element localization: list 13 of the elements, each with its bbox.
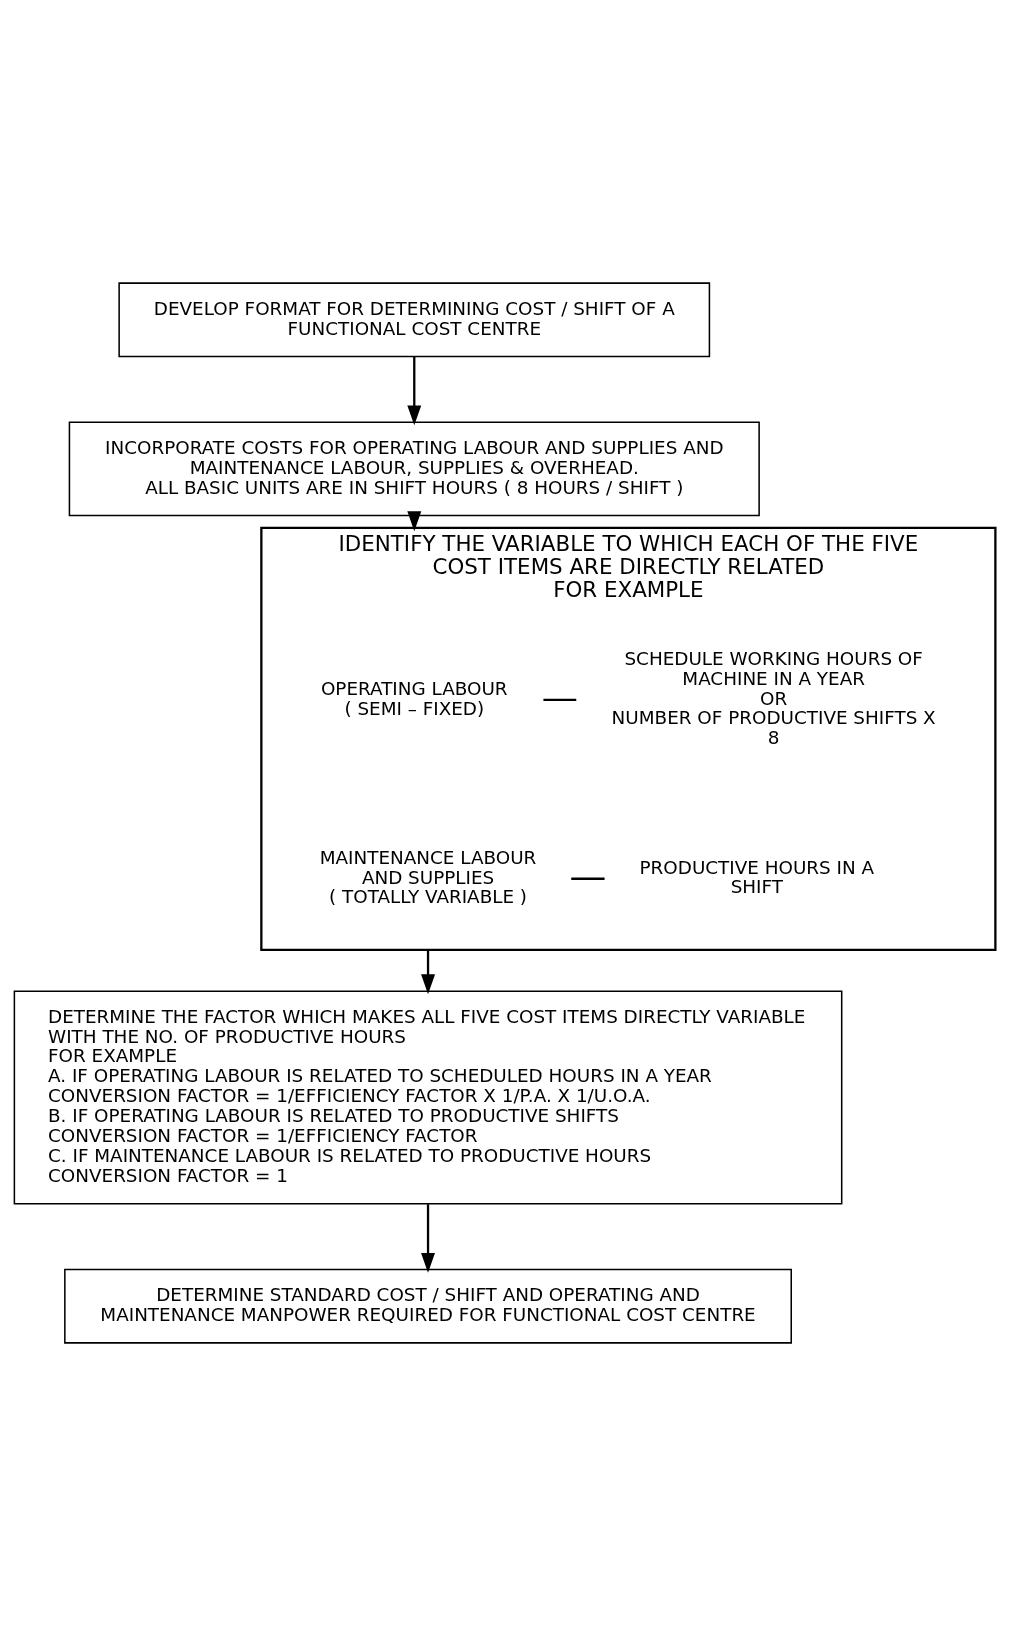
node-text: MAINTENANCE LABOUR AND SUPPLIES ( TOTALLY VARIABLE ) (319, 846, 537, 908)
arrow (421, 949, 435, 995)
arrow (407, 356, 422, 426)
arrow (407, 511, 422, 532)
connector (571, 877, 605, 880)
node-box: DETERMINE THE FACTOR WHICH MAKES ALL FIVE COST ITEMS DIRECTLY VARIABLE WITH THE NO. OF PRODUCTIVE HOURS FOR EXAMPLE A. IF OPERATING LABOUR IS RELATED TO SCHEDULED HOURS IN A YEAR CONVERSION FACTOR = 1/EFFICIENCY FACTOR X 1/P.A. X 1/U.O.A. B. IF OPERATING LABOUR IS RELATED TO PRODUCTIVE SHIFTS CONVERSION FACTOR = 1/EFFICIENCY FACTOR C. IF MAINTENANCE LABOUR IS RELATED TO PRODUCTIVE HOURS CONVERSION FACTOR = 1 (13, 990, 843, 1205)
node-text: PRODUCTIVE HOURS IN A SHIFT (639, 856, 875, 898)
arrow (421, 1204, 435, 1273)
connector (543, 698, 577, 701)
node-box: DEVELOP FORMAT FOR DETERMINING COST / SHIFT OF A FUNCTIONAL COST CENTRE (118, 282, 711, 358)
node-box: DETERMINE STANDARD COST / SHIFT AND OPERATING AND MAINTENANCE MANPOWER REQUIRED FOR FUNCTIONAL COST CENTRE (64, 1268, 792, 1344)
node-text: OPERATING LABOUR ( SEMI – FIXED) (320, 677, 508, 719)
node-text: SCHEDULE WORKING HOURS OF MACHINE IN A YEAR OR NUMBER OF PRODUCTIVE SHIFTS X 8 (611, 647, 936, 749)
